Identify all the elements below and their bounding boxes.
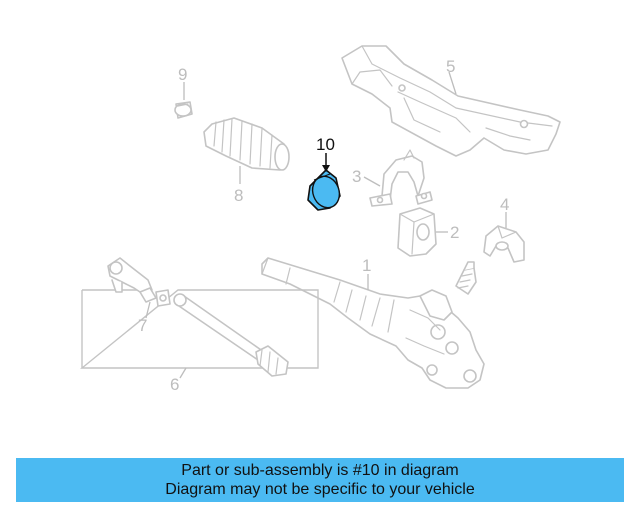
leader-10-arrowhead xyxy=(322,165,330,172)
callout-7: 7 xyxy=(138,316,147,335)
banner-line-2: Diagram may not be specific to your vehi… xyxy=(165,481,475,498)
leader-6 xyxy=(179,367,187,379)
part-2-bushing xyxy=(397,207,437,257)
part-9-bushing xyxy=(174,101,193,119)
part-6-inner-tie-rod xyxy=(173,293,289,377)
parts-group-box xyxy=(80,289,319,369)
callout-5: 5 xyxy=(446,57,455,76)
leader-5 xyxy=(448,71,457,95)
part-10-face xyxy=(311,175,341,209)
callout-10: 10 xyxy=(316,135,335,154)
banner-line-1: Part or sub-assembly is #10 in diagram xyxy=(181,462,459,479)
part-10-highlighted[interactable] xyxy=(307,169,344,211)
part-7-tie-rod-end xyxy=(107,257,171,307)
callout-3: 3 xyxy=(352,167,361,186)
callout-2: 2 xyxy=(450,223,459,242)
callout-1: 1 xyxy=(362,256,371,275)
callout-6: 6 xyxy=(170,375,179,394)
part-5-crossmember xyxy=(341,45,561,157)
part-8-boot xyxy=(203,117,290,171)
leader-7 xyxy=(145,301,151,319)
parts-diagram: 5 9 8 10 3 xyxy=(80,45,561,394)
callout-8: 8 xyxy=(234,186,243,205)
callout-4: 4 xyxy=(500,195,509,214)
callout-9: 9 xyxy=(178,65,187,84)
leader-3 xyxy=(363,176,381,187)
part-4-mount xyxy=(483,225,525,263)
part-3-bracket xyxy=(369,149,433,207)
info-banner: Part or sub-assembly is #10 in diagram D… xyxy=(16,458,624,502)
